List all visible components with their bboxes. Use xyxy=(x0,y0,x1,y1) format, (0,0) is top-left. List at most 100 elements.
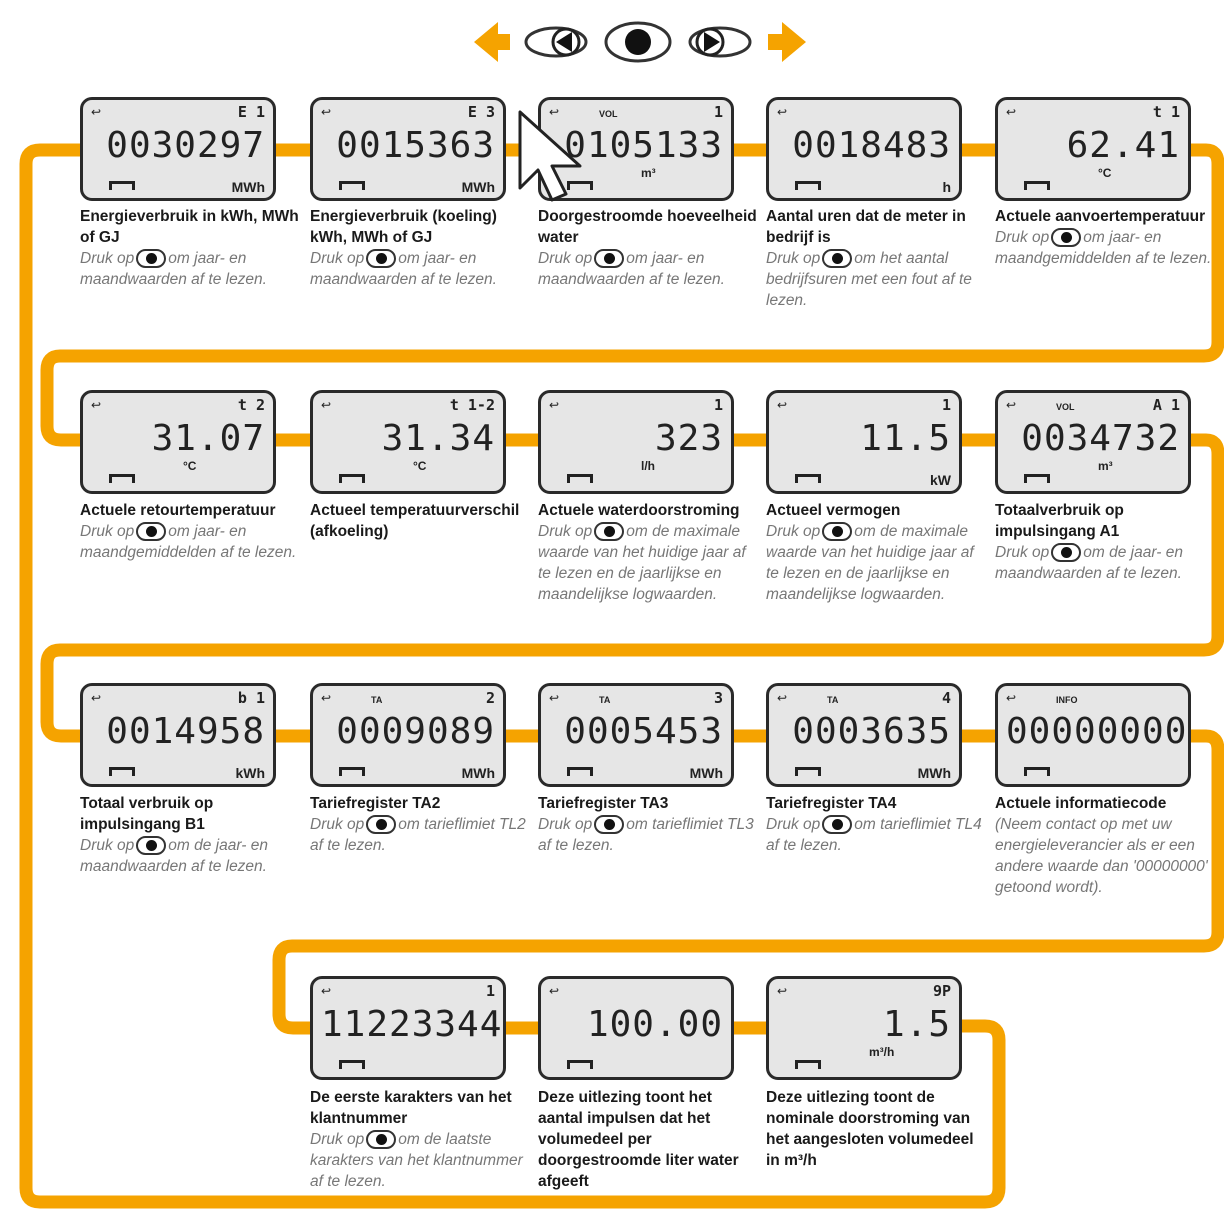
battery-icon xyxy=(339,1060,365,1069)
lcd-unit: kWh xyxy=(235,765,265,781)
arrow-left-icon xyxy=(474,22,510,62)
lcd-digits: 11.5 xyxy=(860,418,951,459)
caption-title: Aantal uren dat de meter in bedrijf is xyxy=(766,208,966,246)
lcd-register-indicator: E 1 xyxy=(237,103,265,121)
battery-icon xyxy=(1024,181,1050,190)
next-button-icon[interactable] xyxy=(688,26,752,58)
lcd-top-label: TA xyxy=(827,695,839,705)
ok-button-icon xyxy=(1051,543,1082,563)
battery-icon xyxy=(795,1060,821,1069)
lcd-register-indicator: 9P xyxy=(932,982,951,1000)
lcd-register-indicator: 1 xyxy=(713,396,723,414)
lcd-digits: 0014958 xyxy=(106,711,265,752)
caption-title: Tariefregister TA3 xyxy=(538,795,669,812)
pointer-icon: ↩ xyxy=(777,691,788,705)
caption-pre: Druk op xyxy=(538,523,593,540)
caption-post: om tarieflimiet TL4 af te lezen. xyxy=(766,816,982,854)
lcd-register-indicator: b 1 xyxy=(237,689,265,707)
caption-post: om tarieflimiet TL3 af te lezen. xyxy=(538,816,754,854)
lcd-unit: MWh xyxy=(461,765,495,781)
prev-button-icon[interactable] xyxy=(524,26,588,58)
lcd-digits: 323 xyxy=(654,418,723,459)
lcd-digits: 0003635 xyxy=(792,711,951,752)
pointer-icon: ↩ xyxy=(777,984,788,998)
lcd-register-indicator: t 1 xyxy=(1152,103,1180,121)
caption-pre: Druk op xyxy=(80,523,135,540)
lcd-unit: MWh xyxy=(231,179,265,195)
lcd-register-indicator: A 1 xyxy=(1152,396,1180,414)
lcd-digits: 0005453 xyxy=(564,711,723,752)
lcd-register-indicator: 1 xyxy=(713,103,723,121)
pointer-icon: ↩ xyxy=(549,398,560,412)
lcd-digits: 0105133 xyxy=(564,125,723,166)
caption-post: om jaar- en maandgemiddelden af te lezen… xyxy=(80,523,297,561)
caption-title: Actuele waterdoorstroming xyxy=(538,502,740,519)
caption-post: om jaar- en maandwaarden af te lezen. xyxy=(80,250,267,288)
ok-button-icon xyxy=(822,815,853,835)
lcd-digits: 62.41 xyxy=(1066,125,1180,166)
ok-button-icon xyxy=(822,249,853,269)
lcd-digits: 11223344 xyxy=(321,1004,503,1045)
ok-button-icon xyxy=(594,815,625,835)
lcd-display: ↩100.00 xyxy=(538,976,734,1080)
lcd-unit: MWh xyxy=(461,179,495,195)
pointer-icon: ↩ xyxy=(91,398,102,412)
caption-title: Energieverbruik (koeling) kWh, MWh of GJ xyxy=(310,208,497,246)
battery-icon xyxy=(795,474,821,483)
pointer-icon: ↩ xyxy=(1006,398,1017,412)
lcd-digits: 00000000 xyxy=(1006,711,1188,752)
lcd-register-indicator: t 2 xyxy=(237,396,265,414)
caption-pre: Druk op xyxy=(995,544,1050,561)
caption-post: om jaar- en maandwaarden af te lezen. xyxy=(310,250,497,288)
lcd-top-label: INFO xyxy=(1056,695,1078,705)
caption-post: om tarieflimiet TL2 af te lezen. xyxy=(310,816,526,854)
pointer-icon: ↩ xyxy=(549,984,560,998)
caption-post: om de jaar- en maandwaarden af te lezen. xyxy=(995,544,1183,582)
caption-post: om het aantal bedrijfsuren met een fout … xyxy=(766,250,972,309)
caption-post: om de jaar- en maandwaarden af te lezen. xyxy=(80,837,268,875)
ok-button-icon xyxy=(366,815,397,835)
pointer-icon: ↩ xyxy=(1006,105,1017,119)
ok-button-icon[interactable] xyxy=(604,21,672,63)
caption-title: Doorgestroomde hoeveelheid water xyxy=(538,208,757,246)
battery-icon xyxy=(109,181,135,190)
battery-icon xyxy=(795,181,821,190)
lcd-register-indicator: 4 xyxy=(941,689,951,707)
caption-title: Totaalverbruik op impulsingang A1 xyxy=(995,502,1124,540)
tile-caption: Deze uitlezing toont de nominale doorstr… xyxy=(766,1087,986,1171)
caption-title: Actuele informatiecode xyxy=(995,795,1167,812)
tile-caption: Actuele informatiecode(Neem contact op m… xyxy=(995,793,1215,898)
caption-title: De eerste karakters van het klantnummer xyxy=(310,1089,512,1127)
caption-title: Actuele retourtemperatuur xyxy=(80,502,276,519)
pointer-icon: ↩ xyxy=(777,398,788,412)
battery-icon xyxy=(109,767,135,776)
pointer-icon: ↩ xyxy=(321,105,332,119)
caption-pre: Druk op xyxy=(766,523,821,540)
navigation-buttons xyxy=(474,21,806,63)
caption-pre: Druk op xyxy=(538,250,593,267)
lcd-digits: 0018483 xyxy=(792,125,951,166)
caption-pre: Druk op xyxy=(995,229,1050,246)
lcd-unit: °C xyxy=(1098,166,1112,180)
